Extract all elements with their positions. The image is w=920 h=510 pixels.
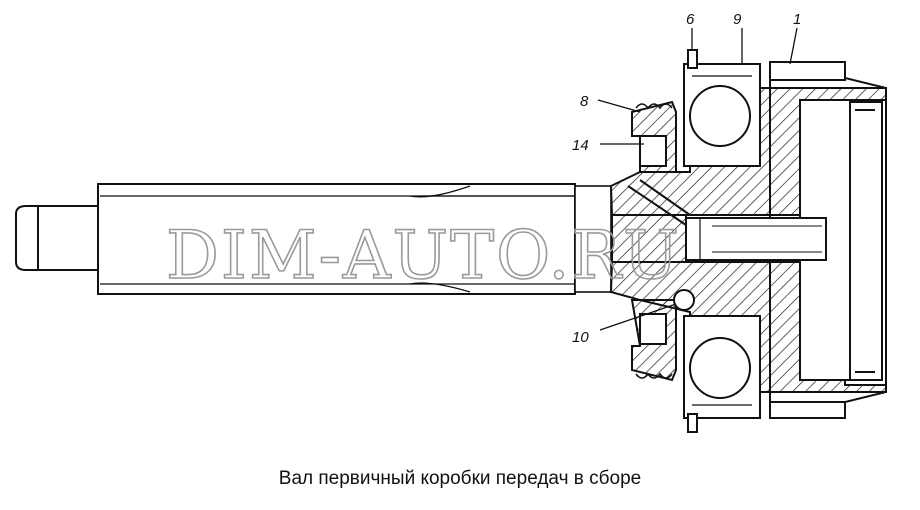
bearing-bottom (683, 315, 761, 433)
shaft (15, 183, 612, 295)
callout-8: 8 (580, 93, 589, 110)
seal-nut-top (631, 100, 677, 173)
seal-nut-bottom (630, 299, 677, 382)
callout-1: 1 (793, 11, 801, 28)
bearing-top (683, 49, 761, 167)
shaft-small-journal (37, 205, 101, 271)
shaft-core-hatched (611, 214, 687, 263)
watermark: DIM-AUTO.RU (166, 217, 681, 294)
oil-bore (685, 217, 827, 261)
shaft-splined-section (97, 183, 576, 295)
bearing-ball-top (689, 85, 751, 147)
leader-lines (597, 27, 798, 331)
shaft-head-section (609, 61, 887, 419)
shaft-pilot-end (15, 205, 40, 271)
callout-14: 14 (572, 137, 589, 154)
callout-6: 6 (686, 11, 695, 28)
bearing-ball-bottom (689, 337, 751, 399)
callout-9: 9 (733, 11, 742, 28)
figure-caption: Вал первичный коробки передач в сборе (278, 468, 642, 489)
callout-10: 10 (572, 329, 589, 346)
retaining-ball (673, 289, 695, 311)
oil-channel (627, 185, 687, 226)
